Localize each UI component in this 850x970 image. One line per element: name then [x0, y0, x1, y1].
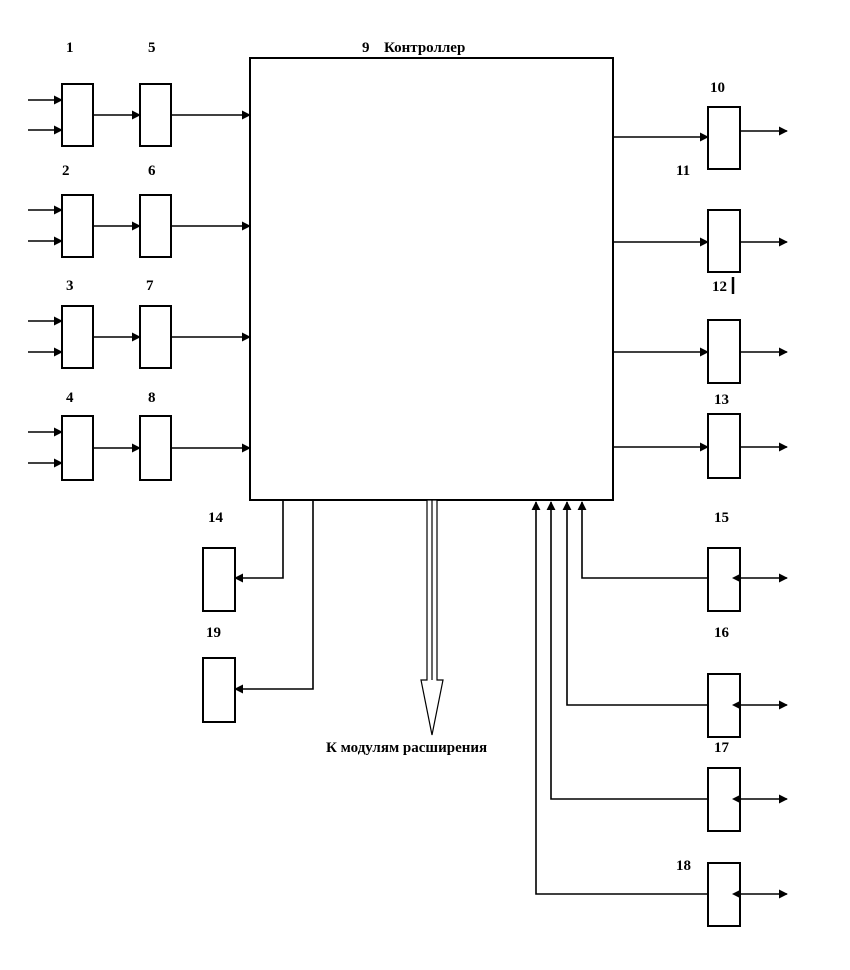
block-10 — [707, 106, 741, 170]
label-3: 3 — [66, 278, 74, 294]
block-14 — [202, 547, 236, 612]
label-13: 13 — [714, 392, 729, 408]
io-17 — [546, 501, 788, 832]
label-4: 4 — [66, 390, 74, 406]
label-14: 14 — [208, 510, 224, 526]
output-10 — [613, 106, 788, 170]
io-15 — [577, 501, 788, 612]
block-11 — [707, 209, 741, 273]
block-12 — [707, 319, 741, 384]
input-chain-4 — [28, 415, 251, 481]
label-1: 1 — [66, 40, 74, 56]
input-chain-2 — [28, 194, 251, 258]
label-17: 17 — [714, 740, 730, 756]
io-16 — [562, 501, 788, 738]
label-7: 7 — [146, 278, 154, 294]
output-11 — [613, 209, 788, 273]
block-16 — [707, 673, 741, 738]
block-5 — [139, 83, 172, 147]
io-18 — [531, 501, 788, 927]
expansion-bus-label: К модулям расширения — [326, 740, 487, 756]
input-chain-3 — [28, 305, 251, 369]
label-15: 15 — [714, 510, 729, 526]
block-6 — [139, 194, 172, 258]
block-2 — [61, 194, 94, 258]
input-chain-1 — [28, 83, 251, 147]
label-8: 8 — [148, 390, 156, 406]
controller-block — [249, 57, 614, 501]
label-6: 6 — [148, 163, 156, 179]
block-7 — [139, 305, 172, 369]
label-5: 5 — [148, 40, 156, 56]
block-13 — [707, 413, 741, 479]
label-10: 10 — [710, 80, 725, 96]
label-11: 11 — [676, 163, 690, 179]
expansion-bus-arrow — [420, 499, 444, 736]
label-18: 18 — [676, 858, 691, 874]
output-12 — [613, 319, 788, 384]
label-19: 19 — [206, 625, 221, 641]
controller-title: Контроллер — [384, 40, 465, 56]
label-12: 12 — [712, 279, 727, 295]
label-2: 2 — [62, 163, 70, 179]
block-1 — [61, 83, 94, 147]
label-16: 16 — [714, 625, 730, 641]
output-19 — [202, 500, 314, 723]
block-15 — [707, 547, 741, 612]
controller-number: 9 — [362, 40, 370, 56]
block-17 — [707, 767, 741, 832]
output-13 — [613, 413, 788, 479]
block-3 — [61, 305, 94, 369]
output-14 — [202, 500, 284, 612]
block-19 — [202, 657, 236, 723]
block-18 — [707, 862, 741, 927]
block-8 — [139, 415, 172, 481]
block-4 — [61, 415, 94, 481]
